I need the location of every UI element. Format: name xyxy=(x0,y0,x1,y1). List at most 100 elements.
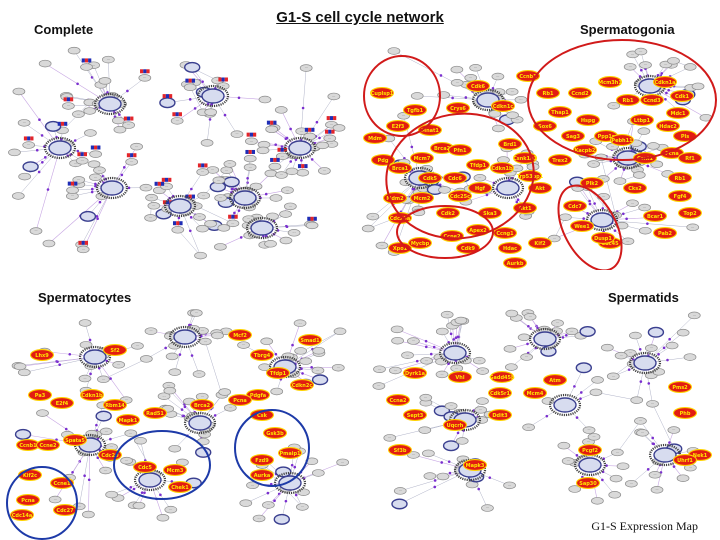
gene-node xyxy=(82,510,95,519)
gene-node-module xyxy=(275,466,292,478)
interaction-dot xyxy=(284,499,288,503)
gene-node xyxy=(305,221,319,230)
gene-node-label: ··· xyxy=(258,517,261,521)
gene-node-highlight-shape xyxy=(265,367,291,379)
gene-name-label: Cdc25a xyxy=(390,216,411,222)
gene-node-label: ··· xyxy=(54,498,57,502)
hub-node xyxy=(188,415,212,431)
gene-node xyxy=(144,214,157,222)
gene-node-highlight-shape xyxy=(102,344,128,356)
gene-name-label: Brca1 xyxy=(392,166,409,172)
gene-node xyxy=(455,437,469,445)
gene-name-label: Pcgf2 xyxy=(582,448,598,454)
gene-node xyxy=(327,92,341,101)
gene-node-label: ··· xyxy=(65,95,68,99)
gene-node-highlight-shape xyxy=(655,120,681,132)
gene-name-label: Ccnd2 xyxy=(571,91,589,97)
gene-node-label: ··· xyxy=(630,482,633,486)
interaction-dot xyxy=(638,75,642,78)
gene-node-label: ··· xyxy=(201,329,204,333)
gene-group-ring xyxy=(363,55,441,137)
gene-node-highlight-shape xyxy=(677,152,703,164)
gene-node-label: ··· xyxy=(388,436,391,440)
gene-node xyxy=(156,514,170,522)
gene-node-highlight: Bcar1 xyxy=(642,210,668,222)
gene-node-highlight: Top2 xyxy=(677,207,703,219)
gene-node-label: ··· xyxy=(98,168,101,172)
gene-node-module xyxy=(44,120,62,132)
gene-node-highlight-shape xyxy=(547,106,573,118)
interaction-dot xyxy=(190,354,194,357)
gene-node-label: ··· xyxy=(341,460,344,464)
interaction-dot xyxy=(593,202,596,205)
gene-node-label: ··· xyxy=(250,139,253,143)
gene-name-label: Cdkn1b xyxy=(491,166,513,172)
gene-name-label: Rf1 xyxy=(685,156,695,162)
expression-bar xyxy=(70,181,75,186)
gene-node-highlight: Crys6 xyxy=(445,102,471,114)
interaction-dot xyxy=(58,363,61,367)
interaction-dot xyxy=(190,187,193,191)
gene-node-highlight: Ccnd3 xyxy=(639,94,665,106)
gene-node xyxy=(648,471,662,479)
gene-node-module xyxy=(14,428,32,440)
expression-bar xyxy=(224,77,228,82)
interaction-dot xyxy=(289,160,293,163)
gene-node xyxy=(144,327,158,335)
gene-node-label: ··· xyxy=(253,233,256,237)
network-edge xyxy=(205,341,223,395)
expression-bar xyxy=(231,214,235,219)
gene-node-highlight-shape xyxy=(522,387,548,399)
gene-node-highlight: Mapk3 xyxy=(462,459,488,471)
gene-node-highlight: Lhx9 xyxy=(29,349,55,361)
interaction-dot xyxy=(579,397,582,400)
gene-node xyxy=(547,234,561,243)
expression-bar xyxy=(273,120,277,125)
gene-node-highlight-shape xyxy=(167,481,193,493)
interaction-dot xyxy=(170,480,174,483)
gene-node xyxy=(214,194,228,202)
gene-node xyxy=(435,327,449,336)
gene-node xyxy=(105,490,118,499)
gene-node-label: ··· xyxy=(650,346,653,350)
gene-node-label: ··· xyxy=(225,168,228,172)
gene-node-label: ··· xyxy=(599,155,602,159)
gene-name-label: Brca2 xyxy=(194,403,211,409)
gene-node-label: ··· xyxy=(592,162,595,166)
gene-node-label: ··· xyxy=(655,488,658,492)
gene-node-highlight-shape xyxy=(442,419,468,431)
gene-node-label: ··· xyxy=(229,406,232,410)
interaction-dot xyxy=(109,437,112,441)
gene-node xyxy=(269,194,283,202)
gene-node-label: ··· xyxy=(424,396,427,400)
gene-node xyxy=(492,124,505,133)
gene-node xyxy=(212,176,226,184)
hub-node xyxy=(201,88,225,104)
gene-node-highlight: Sap30 xyxy=(575,477,601,489)
gene-node xyxy=(75,157,89,165)
gene-node xyxy=(145,193,158,202)
gene-node-label: ··· xyxy=(125,459,128,463)
interaction-dot xyxy=(668,337,671,341)
gene-node xyxy=(93,166,106,174)
gene-node-highlight-shape xyxy=(409,192,435,204)
gene-node xyxy=(200,139,214,147)
gene-node xyxy=(387,47,401,55)
interaction-dot xyxy=(83,474,86,478)
gene-node-label: ··· xyxy=(691,225,694,229)
expression-bar xyxy=(188,78,192,83)
gene-node-highlight: Cdkn1b xyxy=(79,389,105,401)
gene-node xyxy=(287,229,301,237)
interaction-dot xyxy=(485,193,489,197)
gene-name-label: Mdc1 xyxy=(671,111,687,117)
gene-node-highlight: Cdc14a xyxy=(9,509,35,521)
interaction-dot xyxy=(233,211,236,215)
gene-node xyxy=(630,396,644,404)
gene-node-label: ··· xyxy=(176,119,179,123)
interaction-dot xyxy=(264,192,268,196)
gene-node xyxy=(264,169,278,178)
gene-node-highlight-shape xyxy=(369,87,395,99)
interaction-dot xyxy=(639,380,643,383)
gene-node xyxy=(194,251,207,260)
